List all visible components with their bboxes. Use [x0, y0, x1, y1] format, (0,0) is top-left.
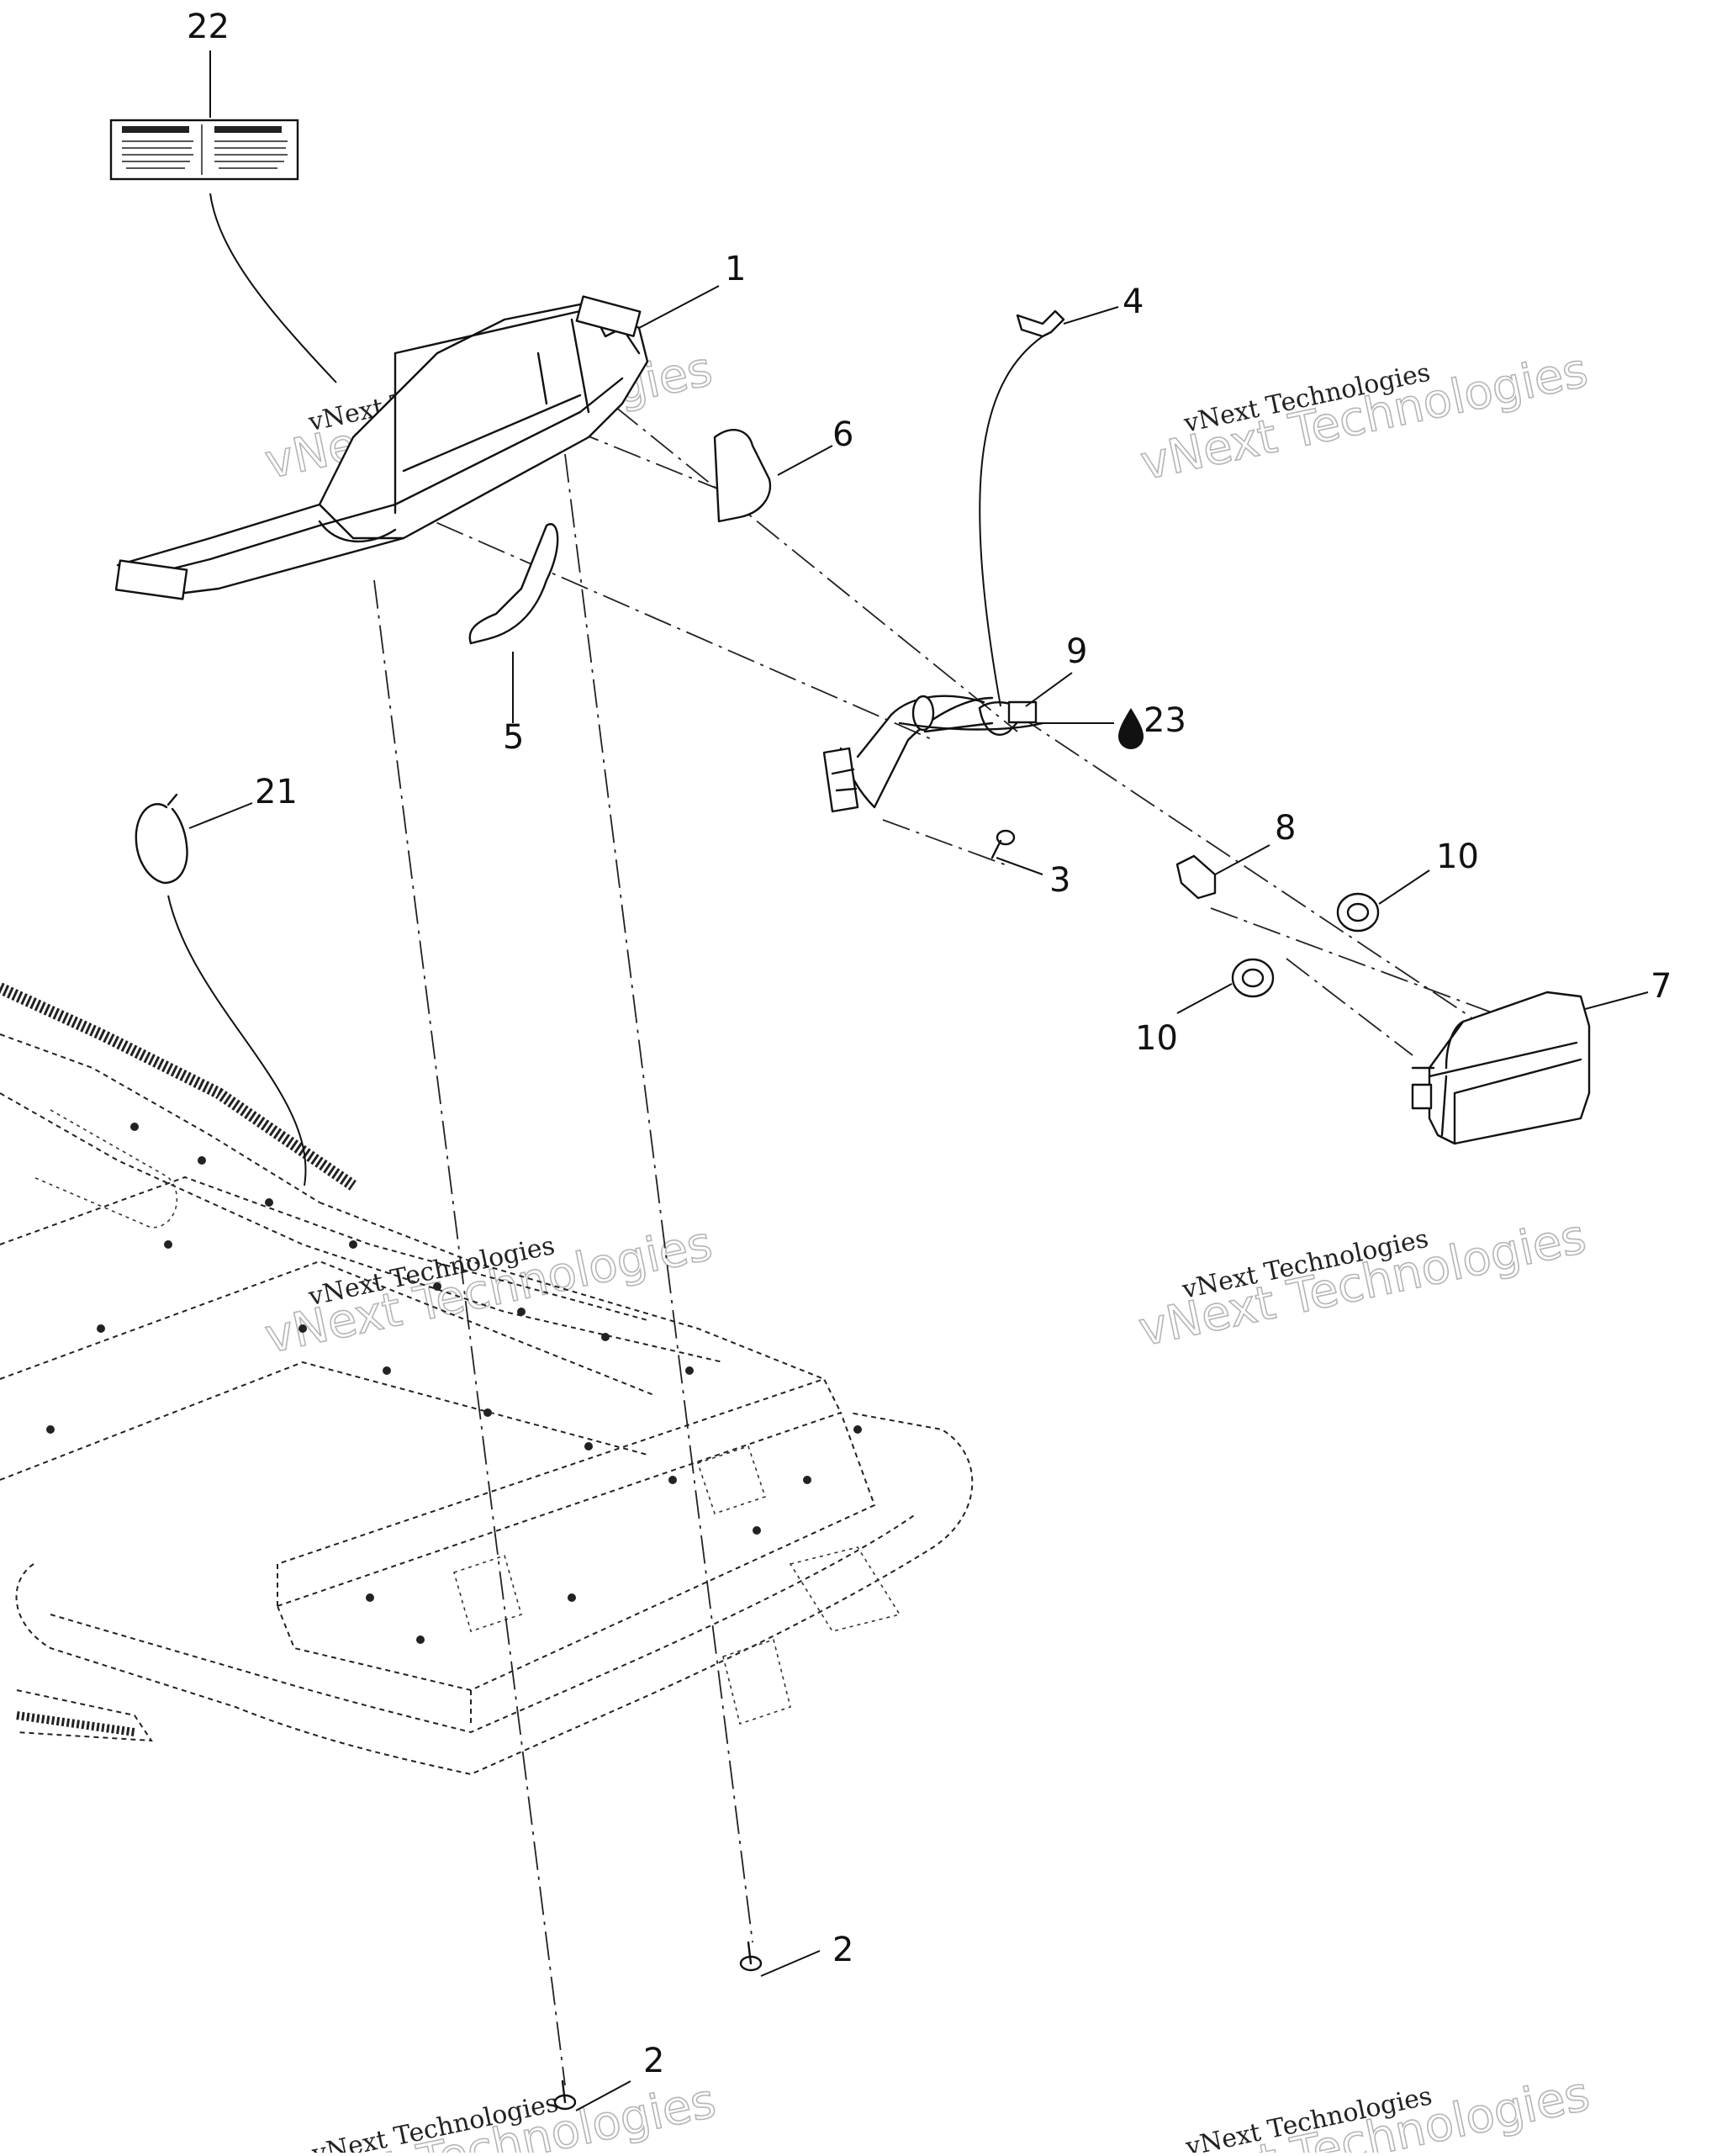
callout-5: 5: [503, 718, 524, 757]
callout-9: 9: [1066, 632, 1087, 671]
callout-labels: 1 2 2 3 4 5 6 7 8 9 10 10 21 22 23: [187, 8, 1672, 2080]
part-housing: [114, 295, 649, 600]
chassis-rivets: [46, 1123, 862, 1644]
chassis-outline: [0, 982, 974, 1776]
callout-1: 1: [725, 250, 746, 288]
callout-10-lower: 10: [1135, 1019, 1178, 1058]
watermark-middle-right: vNext Technologies vNext Technologies: [1133, 1208, 1591, 1358]
part-cable-tie: [135, 793, 188, 885]
part-deflector-left: [468, 523, 559, 645]
callout-10-upper: 10: [1436, 838, 1479, 876]
assembly-axes: [373, 378, 1506, 2086]
part-deflector-right: [713, 429, 772, 523]
callout-3: 3: [1049, 861, 1070, 900]
callout-22: 22: [187, 8, 230, 46]
part-screw-right: [739, 1941, 763, 1972]
part-grommet-lower: [1231, 958, 1275, 998]
part-screw: [990, 829, 1016, 859]
watermark-top-right: vNext Technologies vNext Technologies: [1135, 342, 1593, 492]
part-grommet-upper: [1336, 892, 1380, 933]
watermark-middle-left: vNext Technologies vNext Technologies: [260, 1216, 717, 1366]
callout-23-group: 23: [1118, 701, 1186, 749]
watermark-bottom-right: vNext Technologies vNext Technologies: [1137, 2066, 1594, 2156]
part-wiring-harness: [822, 695, 1044, 813]
callout-2-left: 2: [643, 2042, 664, 2080]
part-label: [109, 119, 299, 181]
drop-icon: [1118, 708, 1144, 749]
callout-2-right: 2: [832, 1931, 853, 1969]
part-fastener-clip: [1016, 309, 1065, 338]
part-bulb-socket: [1175, 854, 1217, 900]
part-screw-left: [553, 2079, 577, 2111]
callout-4: 4: [1122, 283, 1144, 321]
part-tail-light: [1411, 991, 1591, 1145]
callout-8: 8: [1275, 809, 1296, 848]
leader-lines: [167, 50, 1649, 2111]
callout-21: 21: [255, 773, 298, 811]
chassis-hatched-edge: [0, 982, 357, 1191]
callout-23: 23: [1144, 701, 1186, 740]
callout-6: 6: [832, 415, 853, 454]
callout-7: 7: [1651, 967, 1672, 1006]
